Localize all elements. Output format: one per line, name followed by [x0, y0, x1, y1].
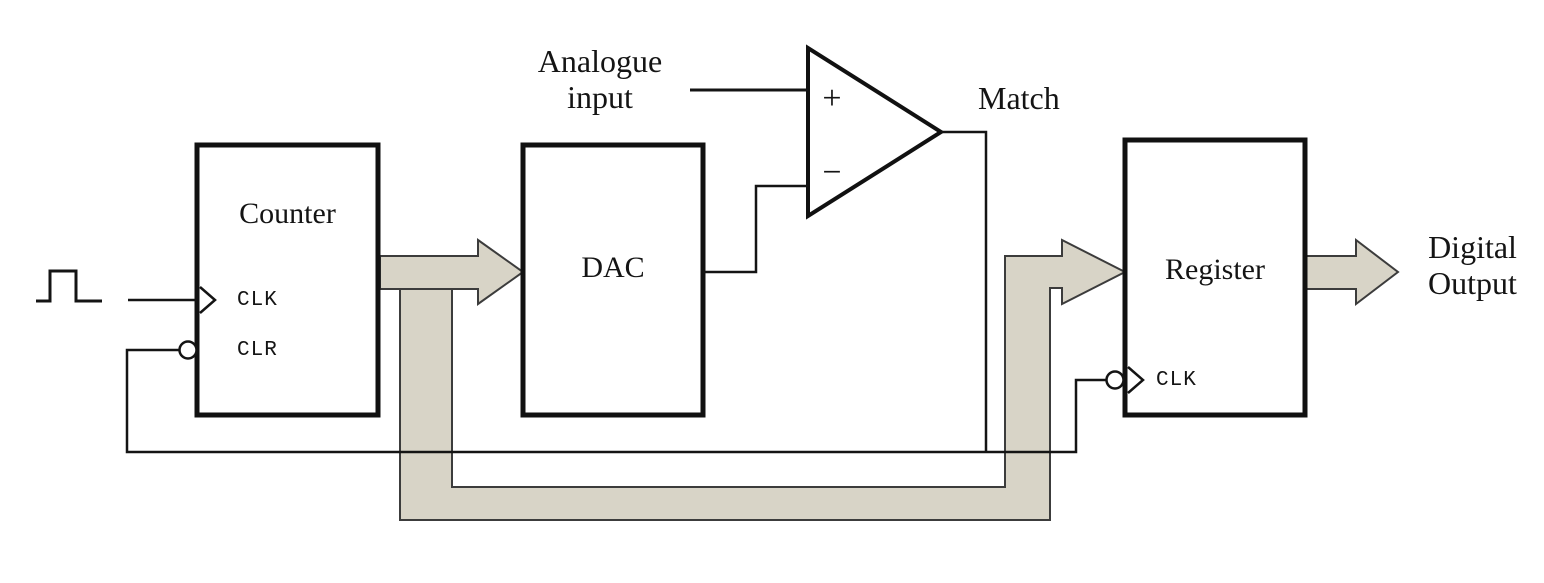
register-clk-bubble-icon [1105, 370, 1125, 390]
bus-register-to-output [1304, 237, 1400, 307]
counter-clk-label: CLK [237, 289, 278, 312]
dac-output-wire [703, 184, 808, 274]
register-title: Register [1165, 253, 1265, 286]
counter-clk-edge-icon [199, 286, 217, 314]
match-label: Match [978, 80, 1060, 116]
comparator-plus-label: + [822, 80, 842, 117]
register-clk-label: CLK [1156, 369, 1197, 392]
match-wire [941, 130, 988, 452]
comparator-triangle [806, 44, 945, 220]
bus-counter-to-register [399, 238, 1128, 521]
dac-title: DAC [581, 251, 645, 284]
dac-block [520, 142, 706, 418]
comparator-minus-label: − [822, 154, 842, 191]
counter-clr-label: CLR [237, 339, 278, 362]
analogue-input-label: Analogue input [537, 43, 663, 115]
counter-block [194, 142, 381, 418]
register-clk-edge-icon [1127, 366, 1145, 394]
feedback-wire [125, 348, 1106, 454]
register-block [1122, 137, 1308, 418]
bus-counter-to-dac [379, 238, 525, 306]
counter-title: Counter [239, 197, 336, 230]
counter-clr-bubble-icon [178, 340, 198, 360]
clock-pulse-icon [36, 269, 102, 303]
digital-output-label: Digital Output [1428, 229, 1517, 301]
